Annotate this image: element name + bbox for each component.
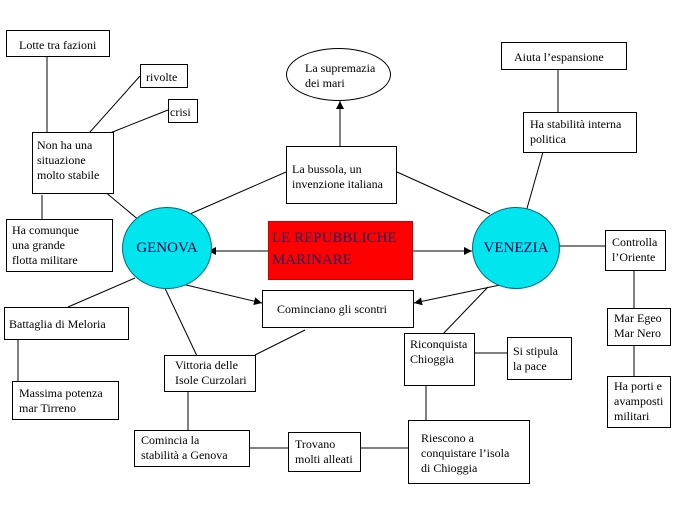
porti-box: Ha porti e avamposti militari: [607, 376, 671, 428]
porti-line3: militari: [614, 409, 650, 423]
mari-box: Mar Egeo Mar Nero: [607, 308, 671, 346]
oriente-line1: Controlla: [612, 235, 658, 249]
isola-chioggia-line2: conquistare l’isola: [421, 446, 510, 460]
situazione-line2: situazione: [37, 153, 86, 167]
flotta-line2: una grande: [12, 238, 65, 252]
crisi-label: crisi: [170, 105, 191, 119]
tirreno-line1: Massima potenza: [19, 386, 103, 400]
flotta-box: Ha comunque una grande flotta militare: [6, 219, 113, 272]
rivolte-box: rivolte: [140, 64, 188, 88]
meloria-label: Battaglia di Meloria: [9, 317, 106, 331]
genova-label: GENOVA: [136, 239, 198, 256]
bussola-line1: La bussola, un: [292, 162, 362, 176]
bussola-box: La bussola, un invenzione italiana: [286, 146, 397, 204]
riconquista-box: Riconquista Chioggia: [404, 333, 475, 386]
porti-line2: avamposti: [614, 394, 664, 408]
pace-line2: la pace: [513, 359, 547, 373]
isola-chioggia-box: Riescono a conquistare l’isola di Chiogg…: [408, 420, 530, 484]
riconquista-line1: Riconquista: [410, 337, 468, 351]
flotta-line3: flotta militare: [12, 253, 78, 267]
stabilita-venezia-box: Ha stabilità interna politica: [523, 112, 637, 153]
supremazia-line1: La supremazia: [305, 61, 376, 75]
stabilita-genova-line1: Comincia la: [141, 433, 200, 447]
supremazia-node: La supremazia dei mari: [286, 48, 391, 101]
oriente-line2: l’Oriente: [612, 250, 656, 264]
stabilita-genova-box: Comincia la stabilità a Genova: [134, 430, 250, 467]
venezia-node: VENEZIA: [472, 207, 560, 289]
crisi-box: crisi: [168, 99, 198, 123]
stabilita-genova-line2: stabilità a Genova: [141, 448, 228, 462]
lotte-box: Lotte tra fazioni: [6, 30, 110, 57]
riconquista-line2: Chioggia: [410, 352, 454, 366]
situazione-box: Non ha una situazione molto stabile: [32, 132, 114, 194]
isola-chioggia-line3: di Chioggia: [421, 461, 478, 475]
alleati-box: Trovano molti alleati: [288, 432, 361, 472]
stabilita-venezia-line2: politica: [530, 132, 566, 146]
curzolari-line1: Vittoria delle: [175, 358, 238, 372]
situazione-line3: molto stabile: [37, 168, 100, 182]
stabilita-venezia-line1: Ha stabilità interna: [530, 117, 622, 131]
oriente-box: Controlla l’Oriente: [605, 230, 666, 271]
cominciano-box: Cominciano gli scontri: [262, 290, 414, 328]
cominciano-label: Cominciano gli scontri: [277, 302, 387, 316]
supremazia-line2: dei mari: [305, 76, 345, 90]
lotte-label: Lotte tra fazioni: [19, 38, 97, 52]
genova-node: GENOVA: [122, 207, 212, 289]
porti-line1: Ha porti e: [614, 379, 662, 393]
bussola-line2: invenzione italiana: [292, 177, 383, 191]
pace-line1: Si stipula: [513, 344, 559, 358]
tirreno-line2: mar Tirreno: [19, 401, 76, 415]
espansione-label: Aiuta l’espansione: [514, 50, 604, 64]
central-topic-line1: LE REPUBBLICHE: [272, 230, 397, 246]
meloria-box: Battaglia di Meloria: [4, 307, 129, 340]
flotta-line1: Ha comunque: [12, 223, 79, 237]
mari-line2: Mar Nero: [614, 326, 661, 340]
pace-box: Si stipula la pace: [507, 337, 572, 380]
rivolte-label: rivolte: [146, 70, 178, 84]
espansione-box: Aiuta l’espansione: [501, 42, 627, 70]
tirreno-box: Massima potenza mar Tirreno: [12, 381, 119, 420]
situazione-line1: Non ha una: [37, 138, 93, 152]
venezia-label: VENEZIA: [483, 239, 549, 256]
isola-chioggia-line1: Riescono a: [421, 431, 474, 445]
central-topic-line2: MARINARE: [272, 252, 353, 268]
curzolari-box: Vittoria delle Isole Curzolari: [164, 355, 256, 392]
curzolari-line2: Isole Curzolari: [175, 373, 247, 387]
mari-line1: Mar Egeo: [614, 311, 662, 325]
alleati-line2: molti alleati: [295, 452, 353, 466]
alleati-line1: Trovano: [295, 437, 336, 451]
central-topic-box: LE REPUBBLICHE MARINARE: [268, 221, 413, 280]
